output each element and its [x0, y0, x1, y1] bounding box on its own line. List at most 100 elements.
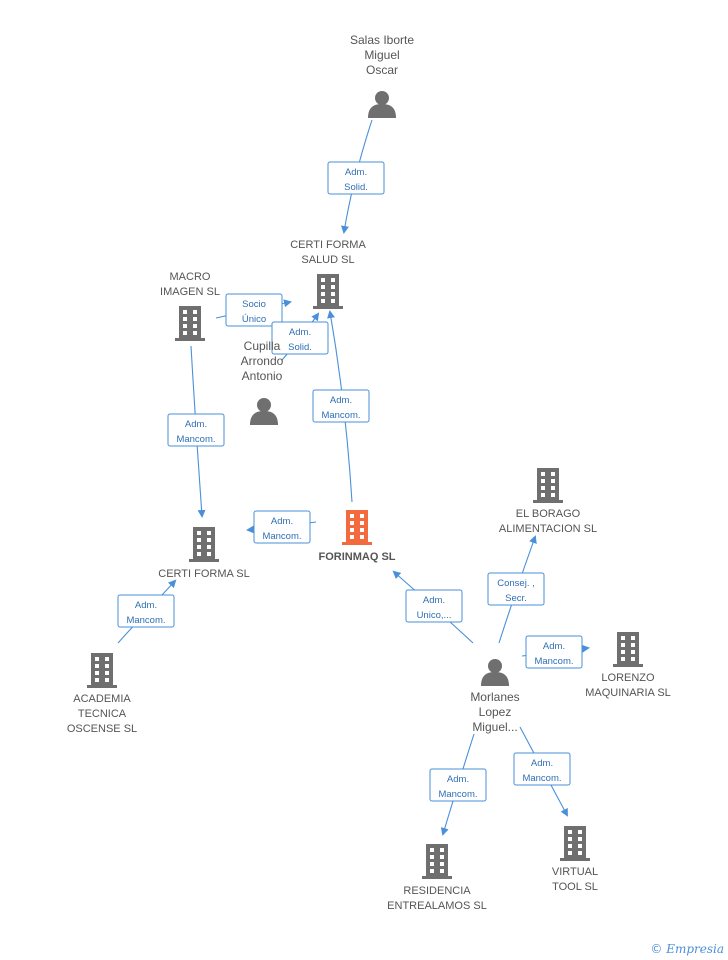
brand-watermark: © Empresia	[650, 942, 724, 956]
edge-label-text: Secr.	[505, 593, 527, 604]
edge-label-text: Mancom.	[126, 615, 165, 626]
edge-morlanes-borago: Consej. , Secr.	[487, 535, 545, 644]
node-label: CERTI FORMA	[290, 239, 366, 251]
edge-label-text: Único	[242, 314, 266, 325]
node-label: Lopez	[479, 705, 512, 719]
edge-label-box[interactable]	[117, 594, 175, 628]
edge-label-box[interactable]	[167, 413, 225, 447]
edge-label-text: Adm.	[289, 327, 311, 338]
copyright-icon: ©	[650, 942, 663, 956]
node-borago[interactable]: EL BORAGO ALIMENTACION SL	[499, 468, 597, 535]
node-morlanes[interactable]: MorlanesLopezMiguel...	[470, 659, 520, 734]
edge-label-box[interactable]	[525, 635, 583, 669]
edge-salas-certisalud: Adm. Solid.	[327, 119, 385, 234]
edge-cupilla-certisalud: Adm. Solid.	[271, 312, 329, 361]
node-label: Antonio	[242, 369, 283, 383]
node-virtual[interactable]: VIRTUAL TOOL SL	[552, 826, 598, 893]
edge-label-box[interactable]	[429, 768, 487, 802]
node-label: Morlanes	[470, 690, 519, 704]
brand-name: Empresia	[666, 942, 724, 956]
edge-label-text: Mancom.	[176, 434, 215, 445]
node-certi_salud[interactable]: CERTI FORMA SALUD SL	[290, 239, 366, 309]
node-label: EL BORAGO	[516, 508, 581, 520]
edge-label-text: Adm.	[271, 516, 293, 527]
edge-morlanes-virtual: Adm. Mancom.	[513, 726, 571, 817]
node-label: TOOL SL	[552, 881, 598, 893]
edge-label-text: Solid.	[344, 182, 368, 193]
node-label: LORENZO	[601, 672, 655, 684]
edge-label-text: Adm.	[423, 595, 445, 606]
node-label: VIRTUAL	[552, 866, 598, 878]
edge-label-text: Mancom.	[438, 789, 477, 800]
edge-academia-certisl: Adm. Mancom.	[117, 579, 177, 644]
node-label: MAQUINARIA SL	[585, 687, 671, 699]
node-lorenzo[interactable]: LORENZO MAQUINARIA SL	[585, 632, 671, 699]
node-label: IMAGEN SL	[160, 286, 220, 298]
edge-morlanes-residencia: Adm. Mancom.	[429, 733, 487, 836]
edge-macro-certisl: Adm. Mancom.	[167, 345, 225, 518]
node-label: ACADEMIA	[73, 693, 131, 705]
edge-morlanes-forinmaq: Adm. Unico,...	[392, 570, 474, 644]
node-macro[interactable]: MACRO IMAGEN SL	[160, 271, 220, 341]
node-residencia[interactable]: RESIDENCIA ENTREALAMOS SL	[387, 844, 487, 912]
edge-label-text: Unico,...	[417, 610, 452, 621]
edge-label-box[interactable]	[312, 389, 370, 423]
node-label: FORINMAQ SL	[319, 551, 396, 563]
person-icon	[481, 659, 509, 686]
node-certi_sl[interactable]: CERTI FORMA SL	[158, 527, 250, 580]
building-icon	[175, 306, 205, 341]
edge-label-box[interactable]	[253, 510, 311, 544]
edge-label-text: Mancom.	[321, 410, 360, 421]
building-icon	[189, 527, 219, 562]
node-label: Miguel...	[472, 720, 517, 734]
node-label: ENTREALAMOS SL	[387, 900, 487, 912]
node-label: RESIDENCIA	[403, 885, 471, 897]
edge-morlanes-lorenzo: Adm. Mancom.	[521, 635, 590, 669]
edge-label-box[interactable]	[513, 752, 571, 786]
edge-label-text: Consej. ,	[497, 578, 535, 589]
edge-label-text: Adm.	[531, 758, 553, 769]
edge-label-text: Adm.	[135, 600, 157, 611]
edge-label-text: Mancom.	[522, 773, 561, 784]
building-icon	[313, 274, 343, 309]
edge-label-text: Adm.	[330, 395, 352, 406]
node-label: ALIMENTACION SL	[499, 523, 597, 535]
edge-label-box[interactable]	[487, 572, 545, 606]
person-icon	[368, 91, 396, 118]
node-label: TECNICA	[78, 708, 127, 720]
building-icon	[87, 653, 117, 688]
building-icon	[342, 510, 372, 545]
edge-label-box[interactable]	[327, 161, 385, 195]
edge-label-box[interactable]	[271, 321, 329, 355]
node-label: Oscar	[366, 63, 398, 77]
node-label: SALUD SL	[301, 254, 354, 266]
building-icon	[422, 844, 452, 879]
node-academia[interactable]: ACADEMIA TECNICA OSCENSE SL	[67, 653, 137, 735]
edge-forinmaq-certisalud: Adm. Mancom.	[312, 310, 370, 503]
edge-forinmaq-certisl: Adm.Mancom.	[246, 510, 317, 544]
node-label: Salas Iborte	[350, 33, 414, 47]
node-label: MACRO	[170, 271, 211, 283]
edge-label-text: Solid.	[288, 342, 312, 353]
node-label: OSCENSE SL	[67, 723, 137, 735]
building-icon	[560, 826, 590, 861]
edges-layer: Adm.Solid.SocioÚnicoAdm.Solid.Adm.Mancom…	[117, 119, 590, 836]
edge-label-box[interactable]	[225, 293, 283, 327]
node-label: Miguel	[364, 48, 399, 62]
edge-label-text: Adm.	[345, 167, 367, 178]
node-label: Cupilla	[244, 339, 281, 353]
node-forinmaq[interactable]: FORINMAQ SL	[319, 510, 396, 563]
node-label: CERTI FORMA SL	[158, 568, 249, 580]
edge-label-box[interactable]	[405, 589, 463, 623]
edge-label-text: Adm.	[543, 641, 565, 652]
edge-label-text: Adm.	[185, 419, 207, 430]
edge-label-text: Adm.	[447, 774, 469, 785]
edge-label-text: Mancom.	[534, 656, 573, 667]
person-icon	[250, 398, 278, 425]
node-label: Arrondo	[241, 354, 284, 368]
